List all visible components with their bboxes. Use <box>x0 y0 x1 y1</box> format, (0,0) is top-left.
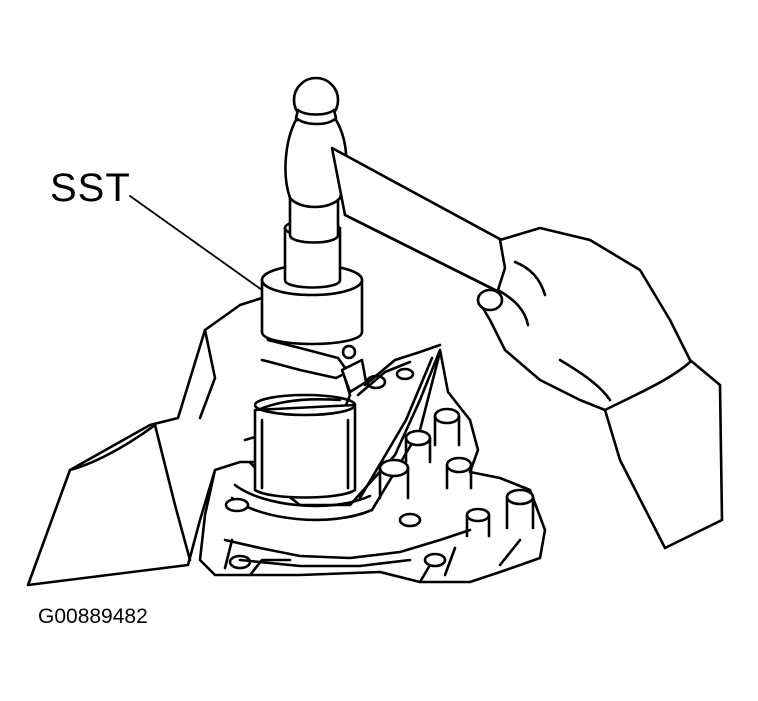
transmission-housing <box>198 343 547 584</box>
sst-callout-label: SST <box>50 166 131 210</box>
hammer <box>284 76 522 302</box>
figure-code: G00889482 <box>38 605 148 628</box>
right-hand <box>476 226 724 550</box>
sst-leader-line <box>129 195 263 291</box>
